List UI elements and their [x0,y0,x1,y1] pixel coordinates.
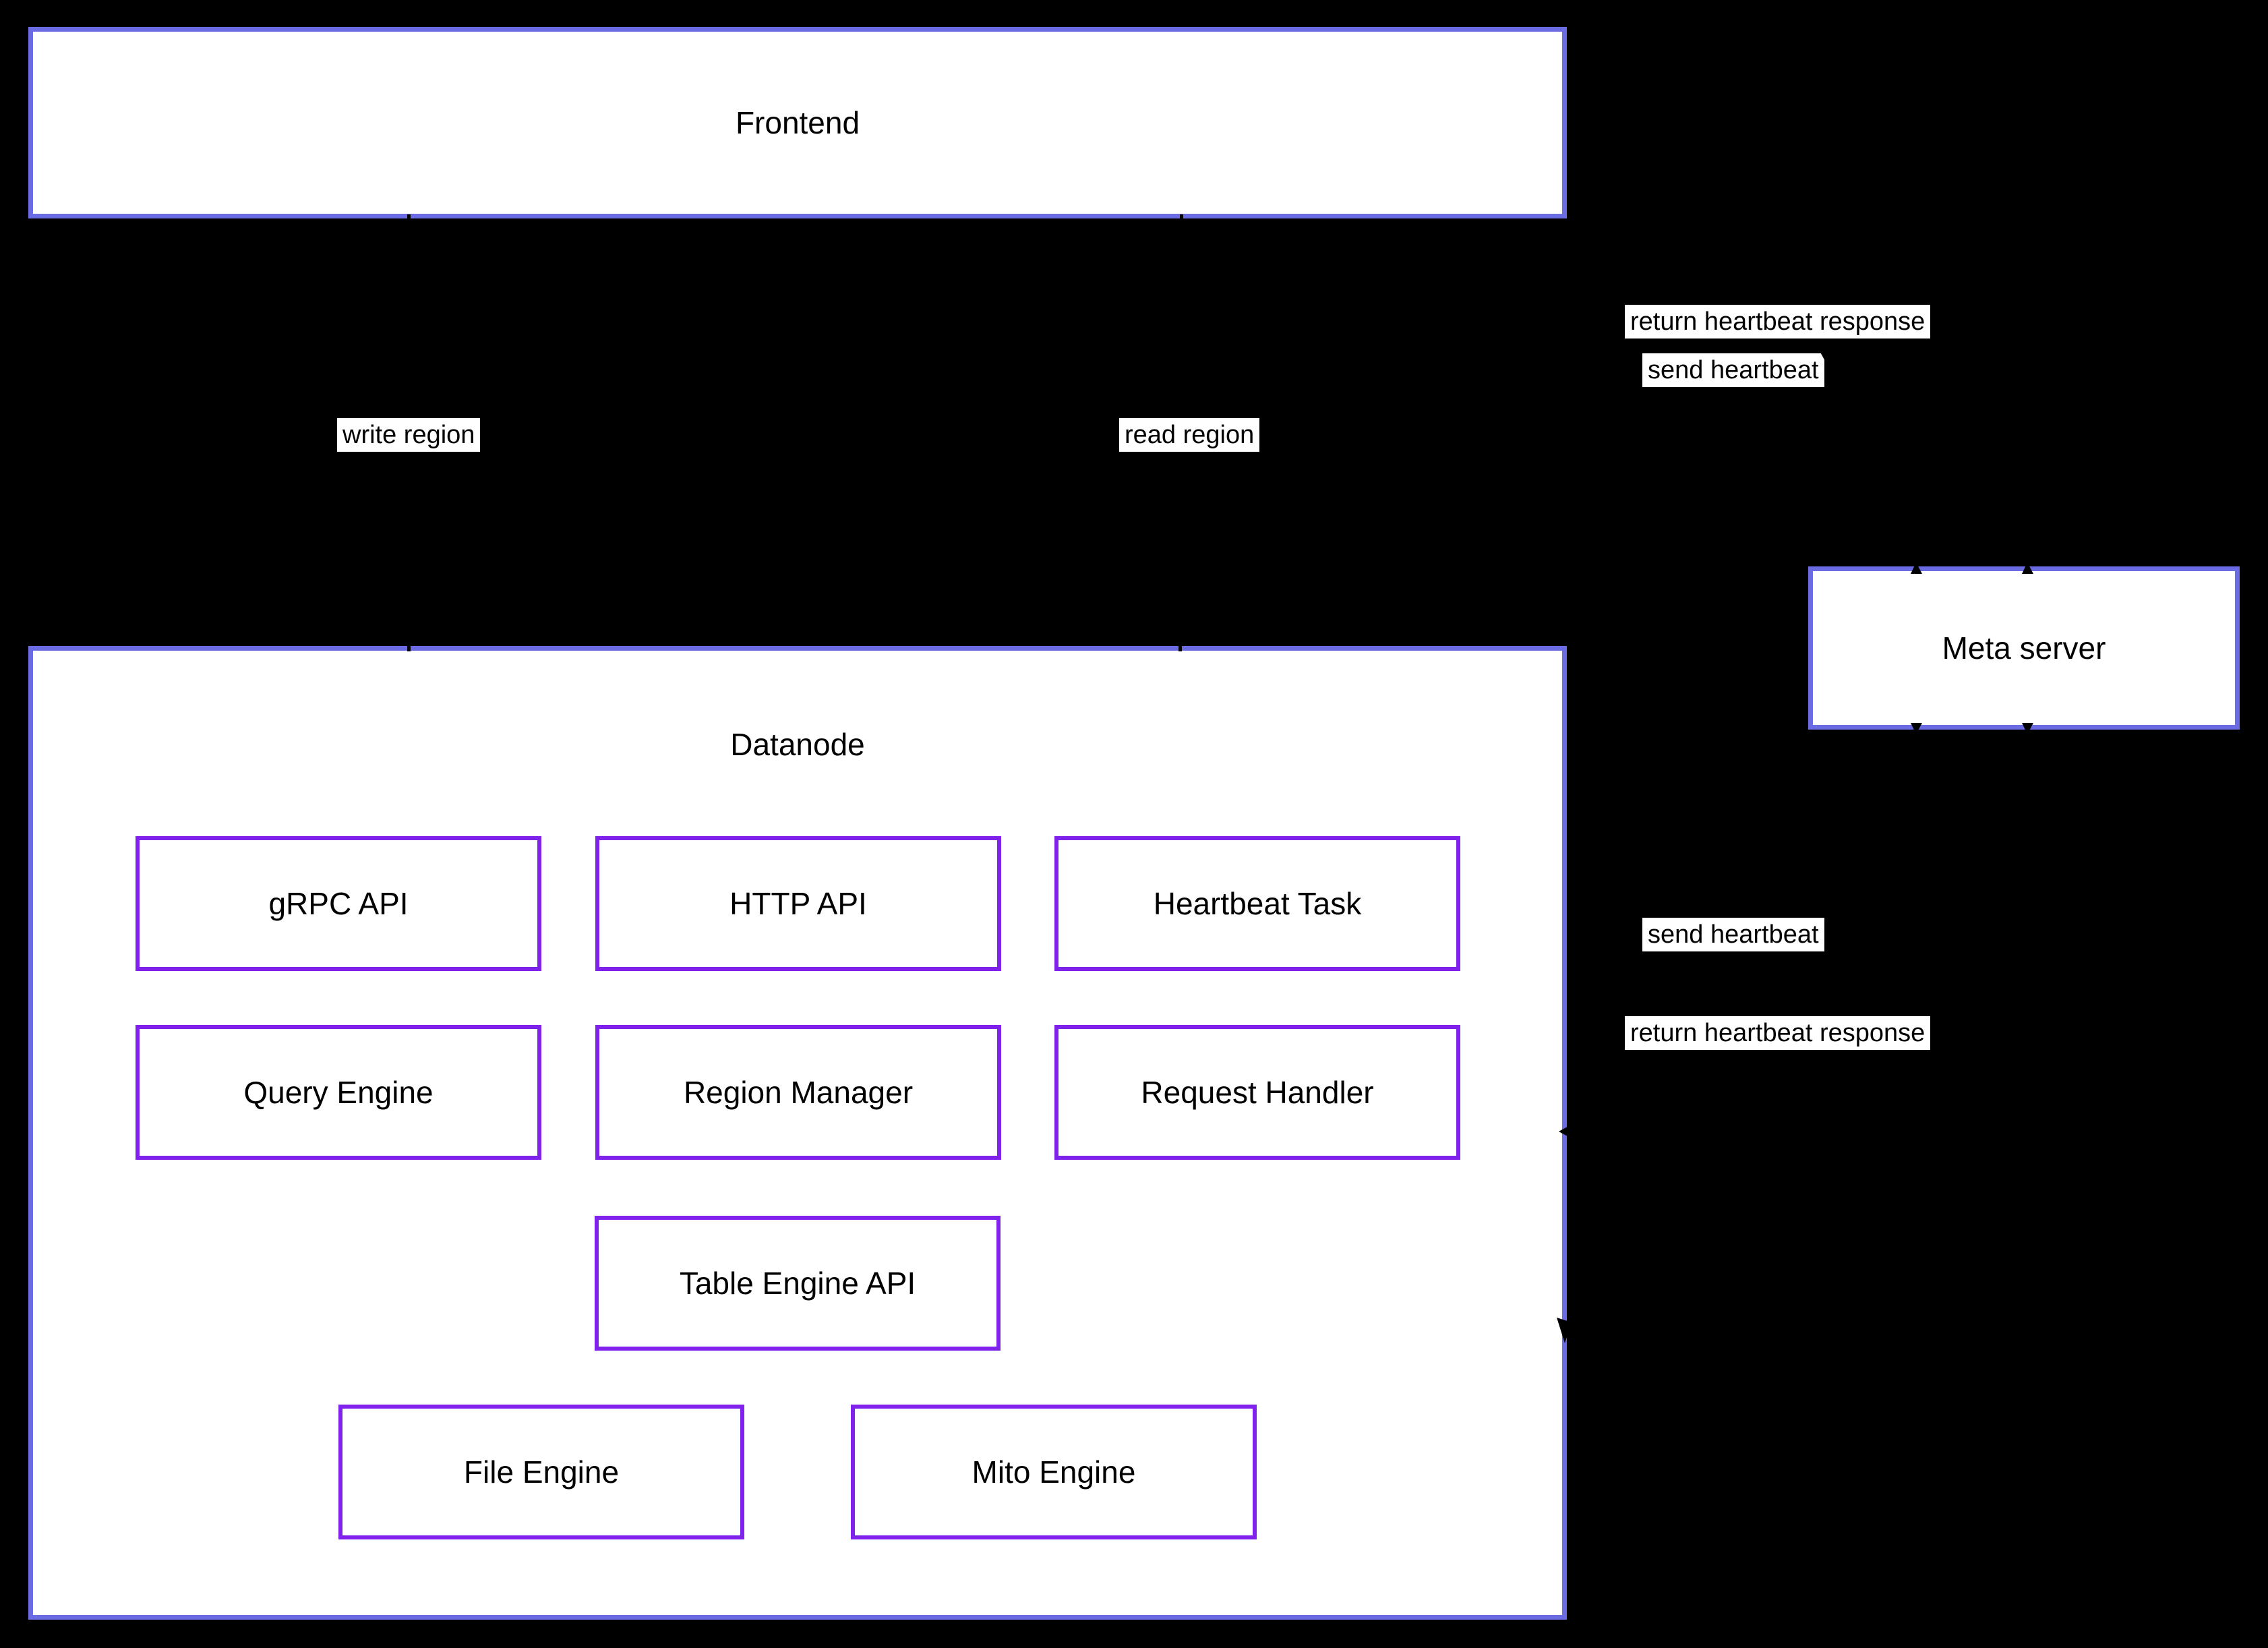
component-heartbeat-task: Heartbeat Task [1054,836,1460,971]
edge-label-write-region: write region [337,418,481,452]
frontend-label: Frontend [735,105,860,140]
component-mito-engine: Mito Engine [851,1405,1257,1539]
edge-label-return-heartbeat-response-bottom: return heartbeat response [1625,1016,1931,1050]
component-request-handler: Request Handler [1054,1025,1460,1160]
mito-engine-label: Mito Engine [972,1454,1136,1490]
component-table-engine-api: Table Engine API [595,1216,1001,1351]
edge-label-read-region: read region [1119,418,1260,452]
component-grpc-api: gRPC API [136,836,541,971]
component-http-api: HTTP API [595,836,1001,971]
frontend-node: Frontend [28,27,1567,218]
datanode-label: Datanode [730,727,865,762]
file-engine-label: File Engine [463,1454,620,1490]
arrow-segment [1820,350,1845,392]
meta-server-label: Meta server [1942,630,2106,666]
component-region-manager: Region Manager [595,1025,1001,1160]
edge-label-return-heartbeat-response-top: return heartbeat response [1625,305,1931,339]
meta-server-node: Meta server [1808,566,2240,730]
table-engine-api-label: Table Engine API [679,1266,916,1301]
http-api-label: HTTP API [729,886,867,921]
edge-label-send-heartbeat-bottom: send heartbeat [1642,918,1824,951]
edge-label-send-heartbeat-top: send heartbeat [1642,353,1824,387]
heartbeat-task-label: Heartbeat Task [1153,886,1362,921]
component-query-engine: Query Engine [136,1025,541,1160]
component-file-engine: File Engine [338,1405,744,1539]
region-manager-label: Region Manager [683,1075,914,1110]
request-handler-label: Request Handler [1141,1075,1374,1110]
grpc-api-label: gRPC API [268,886,409,921]
query-engine-label: Query Engine [243,1075,434,1110]
